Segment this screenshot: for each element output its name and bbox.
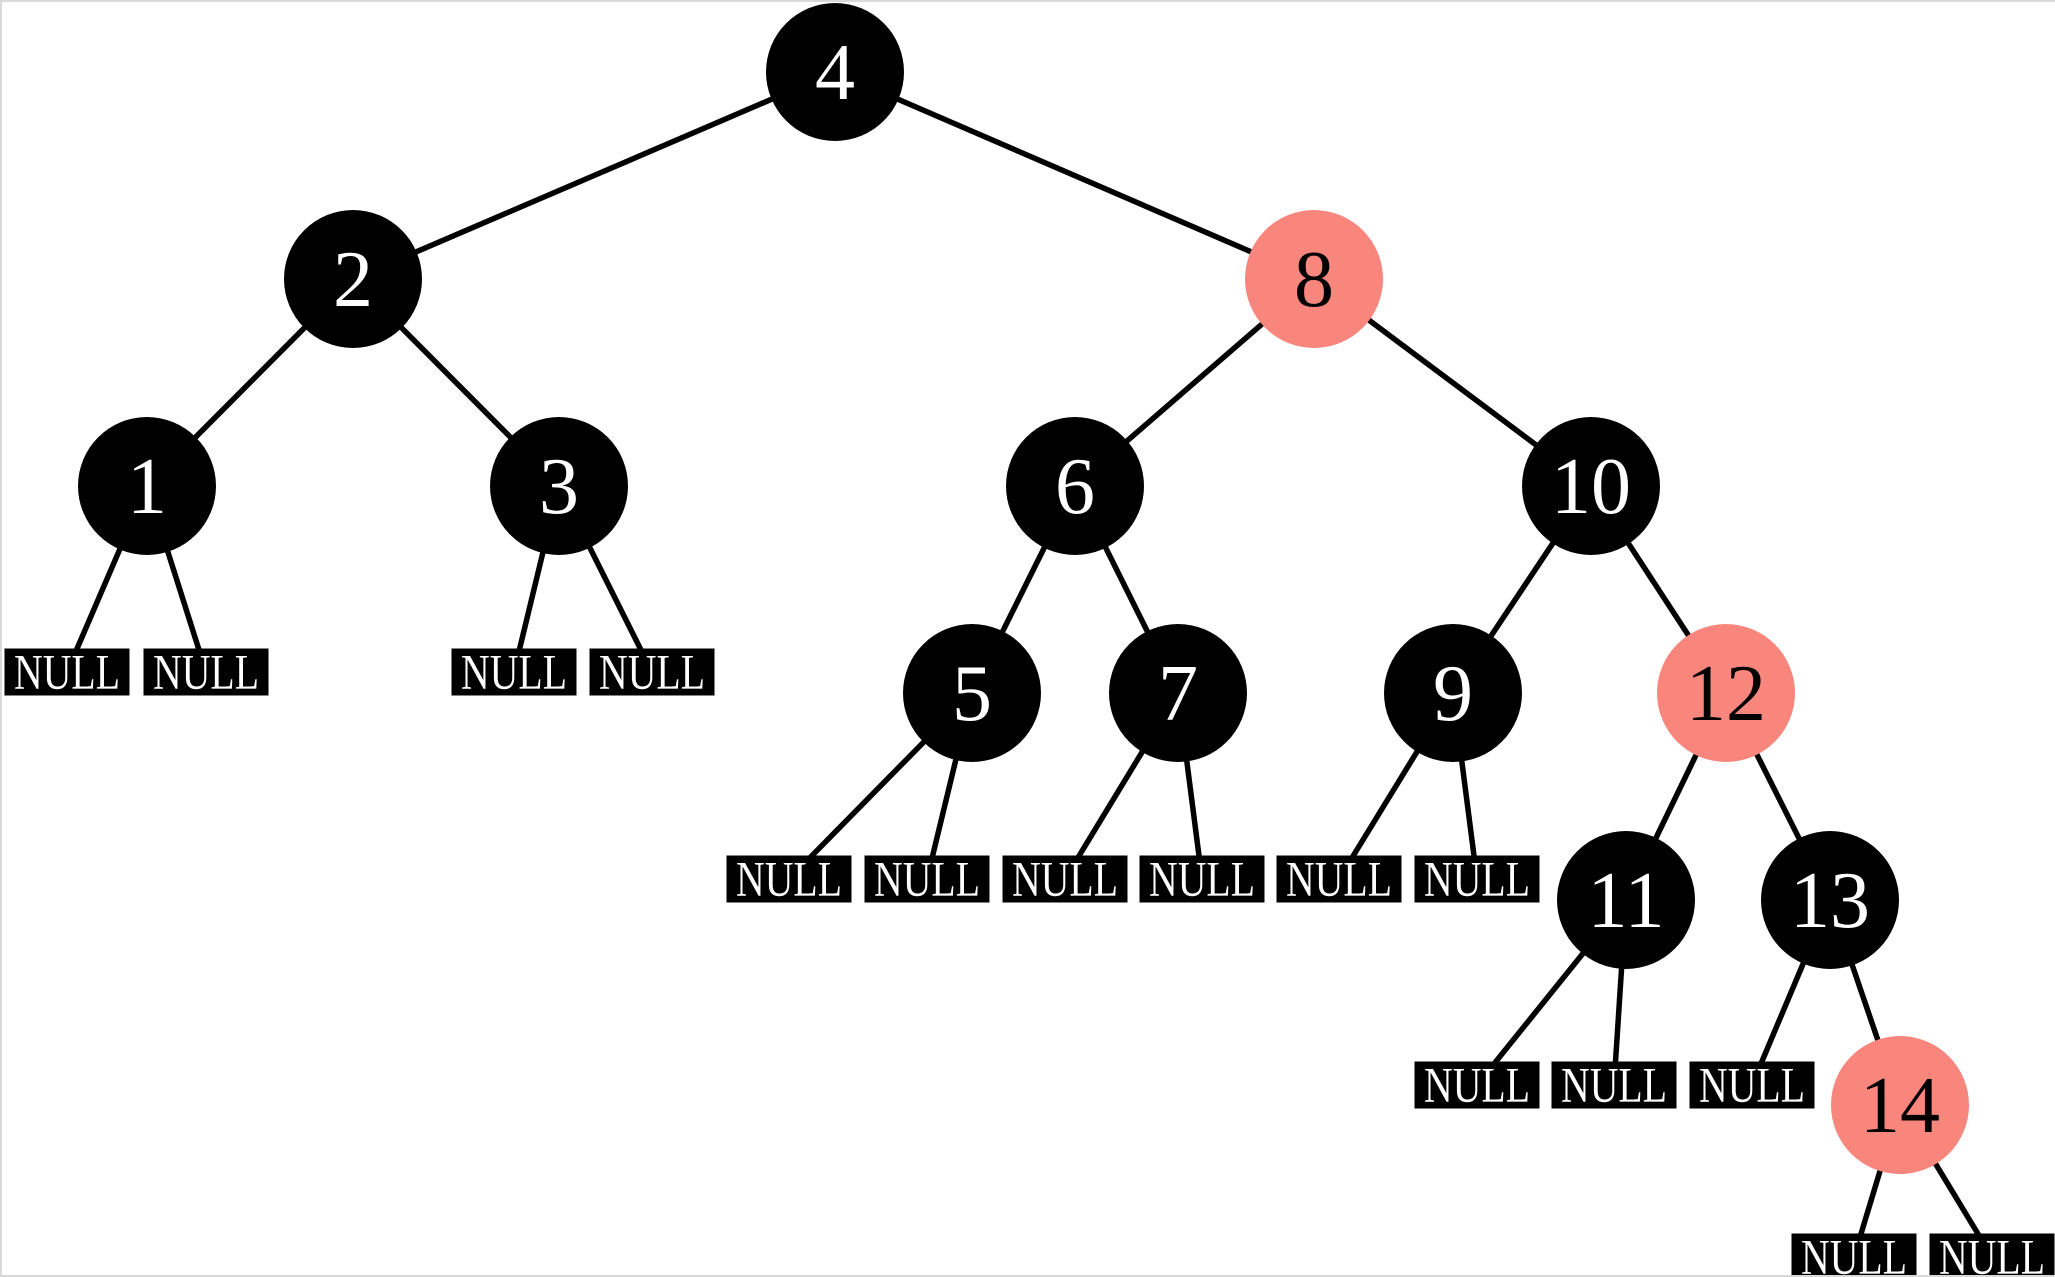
tree-node-12: 12 [1657, 624, 1795, 762]
null-label: NULL [1424, 851, 1530, 907]
node-label: 2 [333, 236, 373, 324]
null-label: NULL [1801, 1229, 1907, 1277]
node-label: 1 [127, 443, 167, 531]
node-circle-red [1657, 624, 1795, 762]
tree-node-8: 8 [1245, 210, 1383, 348]
null-label: NULL [1939, 1229, 2045, 1277]
tree-edge-4-2 [351, 69, 837, 282]
null-box [451, 648, 577, 696]
node-label: 5 [952, 650, 992, 738]
null-label: NULL [1424, 1057, 1530, 1113]
null-leaf-11-11: NULL [1551, 1057, 1677, 1113]
tree-node-13: 13 [1761, 831, 1899, 969]
null-label: NULL [599, 644, 705, 700]
null-label: NULL [736, 851, 842, 907]
node-circle-black [78, 417, 216, 555]
null-box [1276, 855, 1402, 903]
tree-node-5: 5 [903, 624, 1041, 762]
node-circle-black [1761, 831, 1899, 969]
null-box [1002, 855, 1128, 903]
null-leaf-14-14: NULL [1929, 1229, 2055, 1277]
null-label: NULL [874, 851, 980, 907]
tree-node-2: 2 [284, 210, 422, 348]
node-label: 4 [815, 29, 855, 117]
null-box [1551, 1061, 1677, 1109]
tree-node-10: 10 [1522, 417, 1660, 555]
null-box [726, 855, 852, 903]
null-leaf-7-7: NULL [1139, 851, 1265, 907]
tree-node-4: 4 [766, 3, 904, 141]
node-circle-red [1831, 1036, 1969, 1174]
tree-node-1: 1 [78, 417, 216, 555]
null-leaf-11-10: NULL [1414, 1057, 1540, 1113]
null-label: NULL [14, 644, 120, 700]
tree-node-7: 7 [1109, 624, 1247, 762]
null-leaf-14-13: NULL [1791, 1229, 1917, 1277]
node-label: 10 [1551, 443, 1631, 531]
null-label: NULL [1699, 1057, 1805, 1113]
null-box [1414, 855, 1540, 903]
node-label: 8 [1294, 236, 1334, 324]
node-label: 6 [1055, 443, 1095, 531]
node-circle-black [1109, 624, 1247, 762]
node-label: 11 [1587, 857, 1664, 945]
null-box [589, 648, 715, 696]
tree-node-14: 14 [1831, 1036, 1969, 1174]
null-label: NULL [1012, 851, 1118, 907]
node-label: 12 [1686, 650, 1766, 738]
null-box [4, 648, 130, 696]
null-label: NULL [1286, 851, 1392, 907]
null-leaf-3-2: NULL [451, 644, 577, 700]
null-label: NULL [1561, 1057, 1667, 1113]
node-circle-black [766, 3, 904, 141]
node-circle-black [1006, 417, 1144, 555]
null-leaf-1-0: NULL [4, 644, 130, 700]
node-circle-black [1557, 831, 1695, 969]
tree-node-3: 3 [490, 417, 628, 555]
tree-edge-4-8 [833, 69, 1316, 282]
null-label: NULL [1149, 851, 1255, 907]
null-label: NULL [461, 644, 567, 700]
null-label: NULL [153, 644, 259, 700]
tree-node-6: 6 [1006, 417, 1144, 555]
null-leaf-5-5: NULL [864, 851, 990, 907]
node-label: 14 [1860, 1062, 1940, 1150]
node-label: 7 [1158, 650, 1198, 738]
null-leaf-9-8: NULL [1276, 851, 1402, 907]
null-leaf-5-4: NULL [726, 851, 852, 907]
null-box [1689, 1061, 1815, 1109]
null-leaf-1-1: NULL [143, 644, 269, 700]
node-label: 13 [1790, 857, 1870, 945]
null-box [143, 648, 269, 696]
null-leaf-13-12: NULL [1689, 1057, 1815, 1113]
null-leaf-3-3: NULL [589, 644, 715, 700]
null-box [864, 855, 990, 903]
node-circle-red [1245, 210, 1383, 348]
node-circle-black [1522, 417, 1660, 555]
null-leaf-9-9: NULL [1414, 851, 1540, 907]
null-box [1139, 855, 1265, 903]
null-box [1929, 1233, 2055, 1275]
node-label: 3 [539, 443, 579, 531]
tree-node-9: 9 [1384, 624, 1522, 762]
node-circle-black [490, 417, 628, 555]
tree-node-11: 11 [1557, 831, 1695, 969]
null-box [1414, 1061, 1540, 1109]
null-box [1791, 1233, 1917, 1275]
null-leaf-7-6: NULL [1002, 851, 1128, 907]
node-label: 9 [1433, 650, 1473, 738]
node-circle-black [284, 210, 422, 348]
node-circle-black [1384, 624, 1522, 762]
node-circle-black [903, 624, 1041, 762]
